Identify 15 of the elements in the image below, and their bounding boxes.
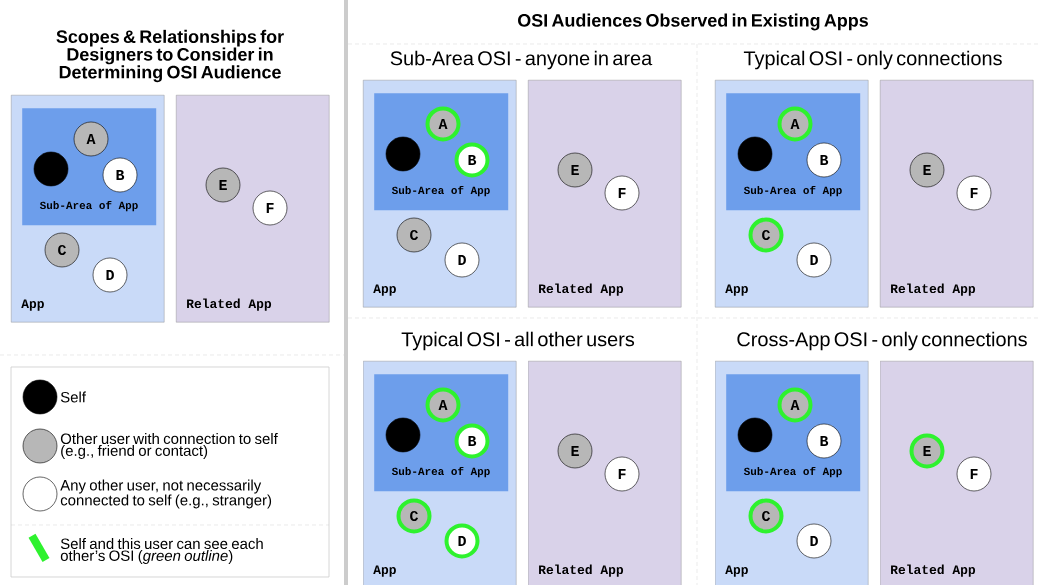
self-circle [737, 136, 773, 172]
panel-title: Typical OSI - all other users [401, 331, 635, 351]
heading: Scopes & Relationships for Designers to Consider in Determining OSI Audience [56, 29, 284, 83]
legend-text: Self and this user can see each other’s OSI (green outline) [60, 538, 263, 564]
legend-text: Any other user, not necessarily connected to self (e.g., stranger) [60, 479, 272, 509]
panel-title: Cross-App OSI - only connections [737, 331, 1027, 351]
legend-text: Other user with connection to self (e.g., friend or contact) [60, 433, 278, 459]
heading: OSI Audiences Observed in Existing Apps [518, 13, 868, 31]
legend-text: Self [60, 391, 86, 403]
self-circle [737, 417, 773, 453]
self-circle [33, 151, 69, 187]
panel-title: Typical OSI - only connections [743, 50, 1002, 70]
panel-title: Sub-Area OSI - anyone in area [390, 50, 653, 70]
self-circle [385, 136, 421, 172]
self-circle [385, 417, 421, 453]
